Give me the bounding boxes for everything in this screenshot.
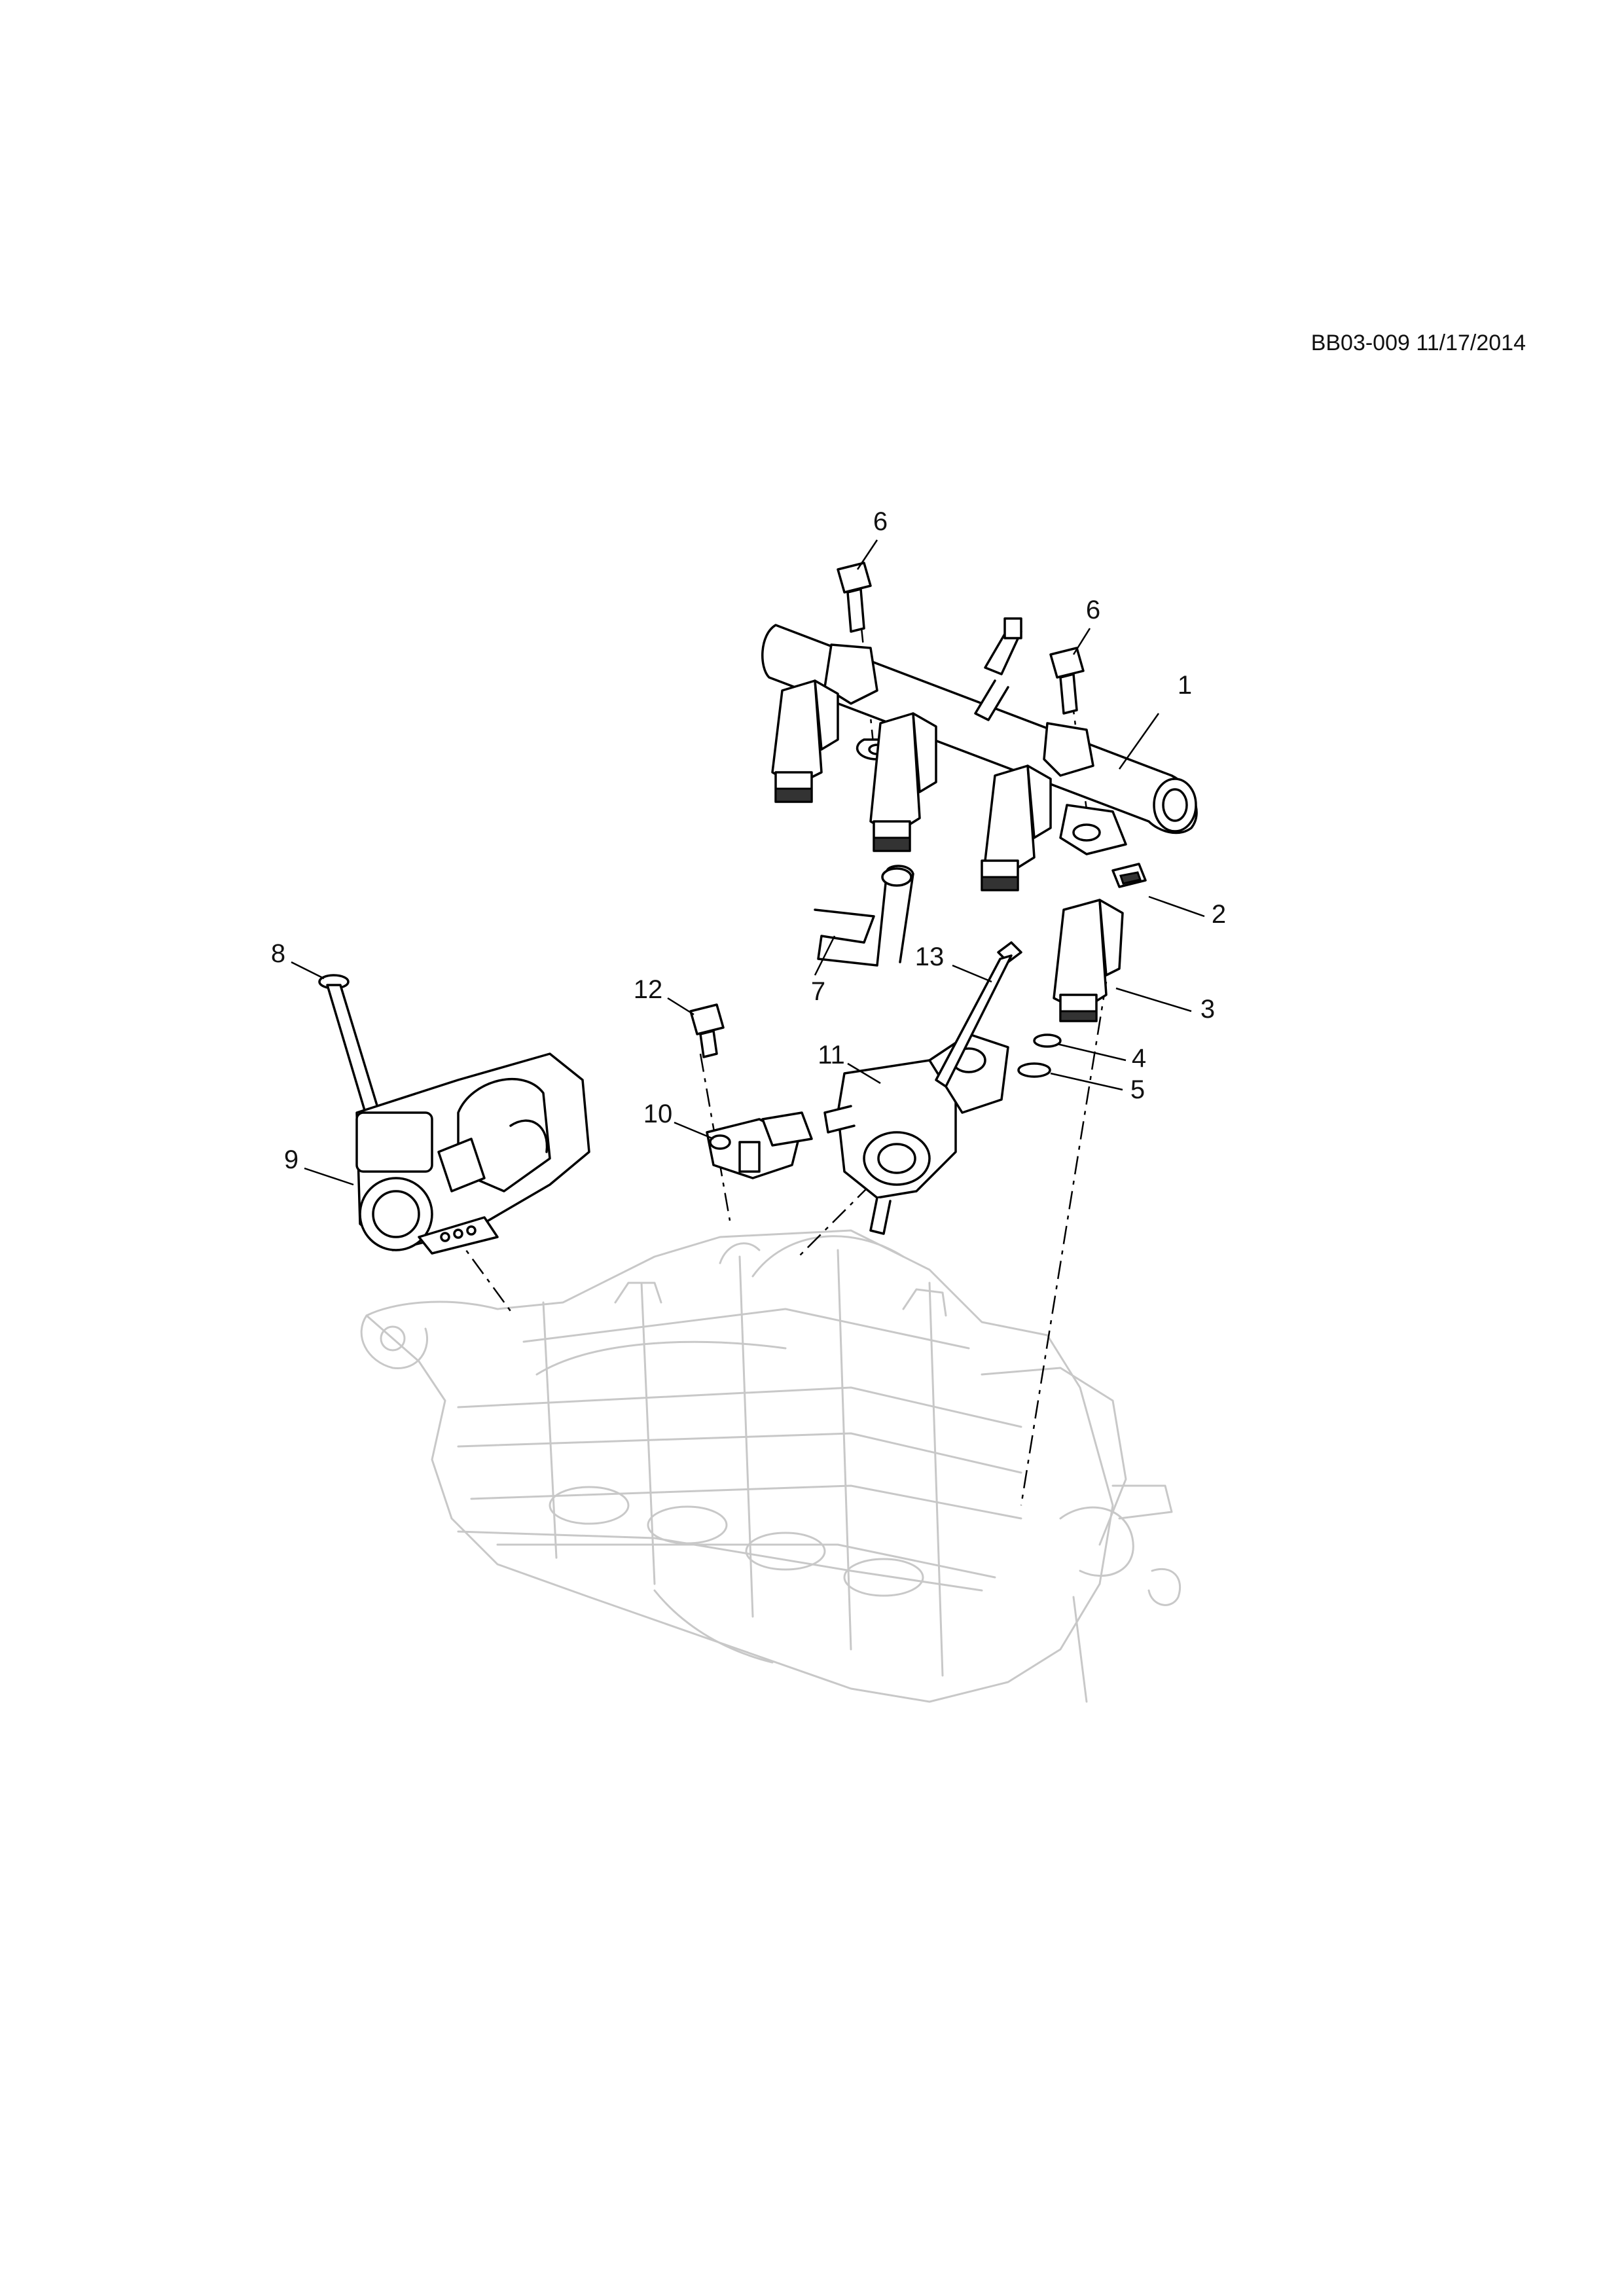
callout-11: 11 <box>818 1041 845 1069</box>
seal-ring-part <box>1017 1062 1051 1078</box>
callout-6b: 6 <box>1086 596 1100 624</box>
callout-8: 8 <box>271 939 285 968</box>
callout-13: 13 <box>915 942 945 971</box>
long-bolt-13 <box>935 941 1022 1088</box>
callout-7: 7 <box>811 977 825 1006</box>
fuel-injector-2 <box>869 712 937 852</box>
fuel-injector-3 <box>981 764 1052 891</box>
bolt-6b <box>1049 647 1085 715</box>
throttle-body-part <box>355 1052 590 1255</box>
bracket-part <box>814 865 914 967</box>
callout-1: 1 <box>1178 671 1192 700</box>
callout-6a: 6 <box>873 507 888 536</box>
callout-12: 12 <box>634 975 663 1004</box>
map-sensor-part <box>706 1111 813 1179</box>
leader-lines <box>291 539 1205 1186</box>
injector-clip-part <box>1111 863 1147 888</box>
intake-manifold-ghost <box>360 1229 1182 1703</box>
callout-labels: 1 2 3 4 5 6 6 7 8 9 10 11 12 13 <box>271 507 1226 1174</box>
fuel-injector-1 <box>771 679 839 803</box>
callout-2: 2 <box>1212 900 1226 929</box>
document-id: BB03-009 11/17/2014 <box>1310 331 1526 355</box>
actuator-valve-part <box>823 1033 1009 1235</box>
long-bolt-part <box>318 974 388 1140</box>
callout-3: 3 <box>1200 995 1215 1024</box>
callout-4: 4 <box>1132 1044 1146 1073</box>
bolt-12 <box>689 1003 725 1058</box>
callout-10: 10 <box>643 1100 673 1128</box>
fuel-rail-part <box>761 617 1198 855</box>
bolt-6a <box>837 562 872 633</box>
o-ring-part <box>1033 1033 1062 1048</box>
callout-5: 5 <box>1130 1075 1145 1104</box>
callout-9: 9 <box>284 1145 298 1174</box>
fuel-injector-part <box>1053 899 1124 1022</box>
